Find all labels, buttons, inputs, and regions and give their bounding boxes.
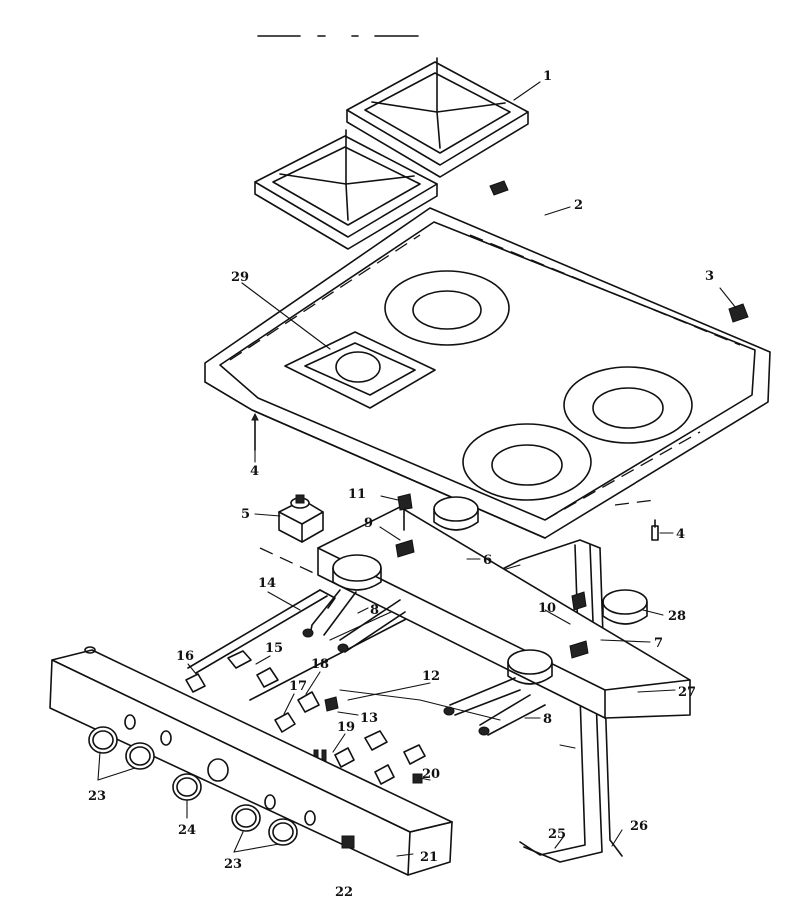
callout-9: 9 [364, 516, 373, 531]
burner-grate [254, 129, 438, 250]
callout-3: 3 [705, 269, 714, 284]
callout-13: 13 [360, 711, 378, 726]
callout-23: 23 [88, 789, 106, 804]
main-cooktop [204, 207, 771, 539]
callout-16: 16 [176, 649, 194, 664]
bracket-clip [489, 180, 749, 323]
callout-6: 6 [483, 553, 492, 568]
screw [251, 412, 659, 541]
callout-20: 20 [422, 767, 440, 782]
pressure-regulator [278, 494, 324, 543]
leader-lines [97, 81, 737, 857]
callout-21: 21 [420, 850, 438, 865]
callout-8: 8 [370, 603, 379, 618]
callout-23: 23 [224, 857, 242, 872]
callout-17: 17 [289, 679, 307, 694]
callout-7: 7 [654, 636, 663, 651]
callout-2: 2 [574, 198, 583, 213]
callout-10: 10 [538, 601, 556, 616]
callout-25: 25 [548, 827, 566, 842]
center-plate [284, 331, 436, 409]
callout-28: 28 [668, 609, 686, 624]
callout-22: 22 [335, 885, 353, 900]
callout-12: 12 [422, 669, 440, 684]
callout-8: 8 [543, 712, 552, 727]
callout-29: 29 [231, 270, 249, 285]
callout-26: 26 [630, 819, 648, 834]
burner-tube [302, 589, 546, 736]
callout-24: 24 [178, 823, 196, 838]
callout-4: 4 [250, 464, 259, 479]
burner-grate [346, 57, 529, 178]
callout-1: 1 [543, 69, 552, 84]
callout-4: 4 [676, 527, 685, 542]
callout-15: 15 [265, 641, 283, 656]
callout-14: 14 [258, 576, 276, 591]
callout-18: 18 [311, 657, 329, 672]
burner-head [332, 496, 648, 685]
control-panel [49, 646, 453, 876]
callout-5: 5 [241, 507, 250, 522]
igniter-bracket [324, 493, 589, 712]
callout-27: 27 [678, 685, 696, 700]
callout-11: 11 [348, 487, 366, 502]
callout-19: 19 [337, 720, 355, 735]
callout-labels: 1 2 3 4 4 5 6 7 8 8 9 10 11 12 13 14 15 … [88, 69, 714, 900]
